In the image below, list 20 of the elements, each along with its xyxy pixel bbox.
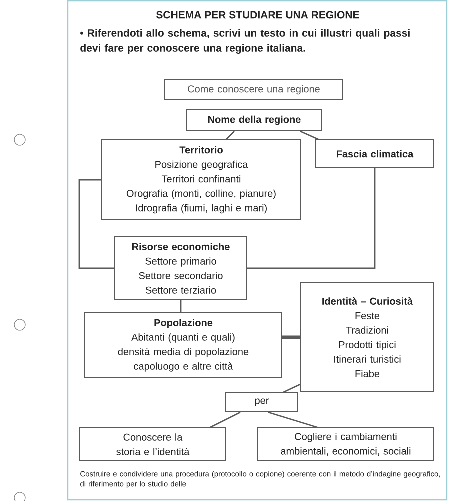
connector-line <box>210 412 241 428</box>
connector-line <box>248 168 376 270</box>
instruction-text: • Riferendoti allo schema, scrivi un testo in cui illustri quali passi devi fare per conoscere una regione italiana. <box>80 29 410 54</box>
connector-line <box>283 384 301 394</box>
text-box: Territorio Posizione geografica Territori confinanti Orografia (monti, colline, pianure) Idrografia (fiumi, laghi e mari) <box>102 140 302 220</box>
text-box: Fascia climatica <box>316 140 434 168</box>
text-box: per <box>226 392 298 412</box>
text-box: Popolazione Abitanti (quanti e quali) densità media di popolazione capoluogo e altre città <box>84 312 282 378</box>
text-box: Nome della regione <box>186 110 322 132</box>
connector-line <box>282 336 300 340</box>
connector-line <box>226 131 235 140</box>
text-box: Cogliere i cambiamenti ambientali, economici, sociali <box>258 428 434 462</box>
connector-line <box>300 130 319 140</box>
text-box: Come conoscere una regione <box>164 80 344 100</box>
text-box: Identità – Curiosità Feste Tradizioni Prodotti tipici Itinerari turistici Fiabe <box>300 282 434 392</box>
connector-line <box>78 179 114 270</box>
title: SCHEMA PER STUDIARE UNA REGIONE <box>156 11 360 19</box>
text-box: Risorse economiche Settore primario Settore secondario Settore terziario <box>114 236 248 300</box>
text-box: Conoscere la storia e l’identità <box>80 428 226 462</box>
connector-line <box>180 300 182 312</box>
